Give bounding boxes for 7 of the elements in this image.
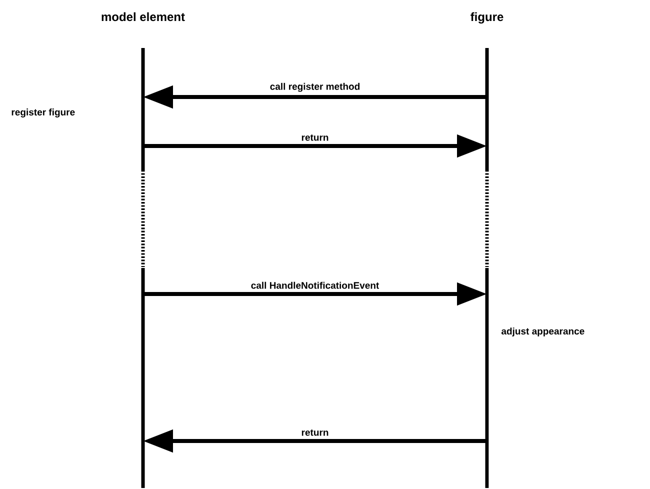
note-label: adjust appearance [501, 328, 584, 336]
note-label: register figure [12, 108, 75, 118]
edge-label: return [302, 134, 328, 141]
lifeline: model element [102, 12, 185, 488]
edge-label: call register method [270, 82, 360, 92]
edge-label: return [302, 430, 328, 436]
edge-label: call HandleNotificationEvent [251, 282, 380, 289]
